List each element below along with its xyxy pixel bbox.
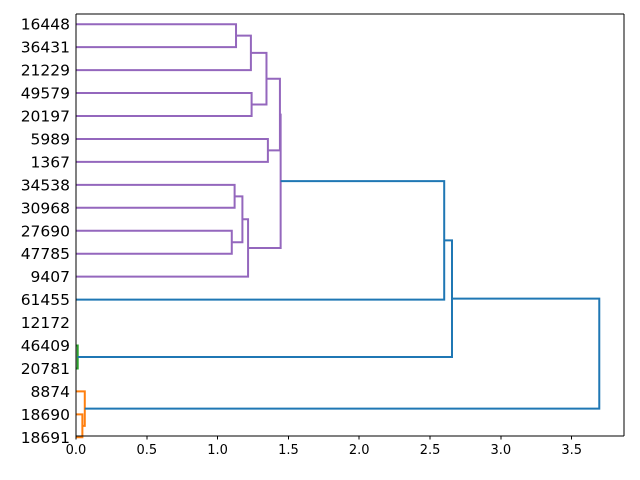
dendrogram-link (76, 180, 446, 301)
dendrogram-link (76, 229, 233, 255)
dendrogram-link (76, 137, 269, 163)
dendrogram-link (76, 413, 84, 439)
leaf-label-49579: 49579 (21, 85, 70, 103)
dendrogram-links (76, 23, 601, 439)
x-tick-label-1: 0.5 (136, 443, 157, 458)
leaf-label-20781: 20781 (21, 360, 70, 378)
dendrogram-link (84, 297, 601, 410)
dendrogram-link (76, 344, 79, 370)
x-tick-label-3: 1.5 (278, 443, 299, 458)
x-tick-label-2: 1.0 (207, 443, 228, 458)
x-axis-ticks (75, 436, 573, 440)
leaf-label-61455: 61455 (21, 291, 70, 309)
leaf-label-47785: 47785 (21, 245, 70, 263)
leaf-label-18691: 18691 (21, 429, 70, 447)
leaf-labels: 16448 36431 21229 49579 20197 5989 1367 34538 30… (21, 16, 70, 447)
x-tick-label-0: 0.0 (66, 443, 87, 458)
x-tick-label-7: 3.5 (561, 443, 582, 458)
leaf-label-30968: 30968 (21, 199, 70, 217)
x-tick-label-4: 2.0 (349, 443, 370, 458)
dendrogram-link (250, 51, 268, 106)
leaf-label-8874: 8874 (31, 383, 70, 401)
leaf-label-27690: 27690 (21, 222, 70, 240)
x-tick-label-6: 3.0 (491, 443, 512, 458)
leaf-label-1367: 1367 (31, 153, 70, 171)
leaf-label-36431: 36431 (21, 39, 70, 57)
dendrogram-link (76, 23, 238, 49)
leaf-label-12172: 12172 (21, 314, 70, 332)
leaf-label-9407: 9407 (31, 268, 70, 286)
dendrogram-link (248, 113, 282, 249)
leaf-label-46409: 46409 (21, 337, 70, 355)
leaf-label-16448: 16448 (21, 16, 70, 34)
leaf-label-18690: 18690 (21, 406, 70, 424)
leaf-label-21229: 21229 (21, 62, 70, 80)
dendrogram-link (76, 218, 250, 278)
leaf-label-34538: 34538 (21, 176, 70, 194)
dendrogram-link (76, 92, 253, 117)
dendrogram-link (76, 34, 252, 72)
dendrogram-link (231, 195, 244, 244)
leaf-label-5989: 5989 (31, 130, 70, 148)
x-tick-label-5: 2.5 (420, 443, 441, 458)
leaf-label-20197: 20197 (21, 108, 70, 126)
dendrogram-link (76, 183, 236, 209)
axes-spines (75, 13, 625, 437)
dendrogram-link (76, 390, 86, 427)
x-axis-tick-labels: 0.0 0.5 1.0 1.5 2.0 2.5 3.0 3.5 (66, 443, 582, 458)
